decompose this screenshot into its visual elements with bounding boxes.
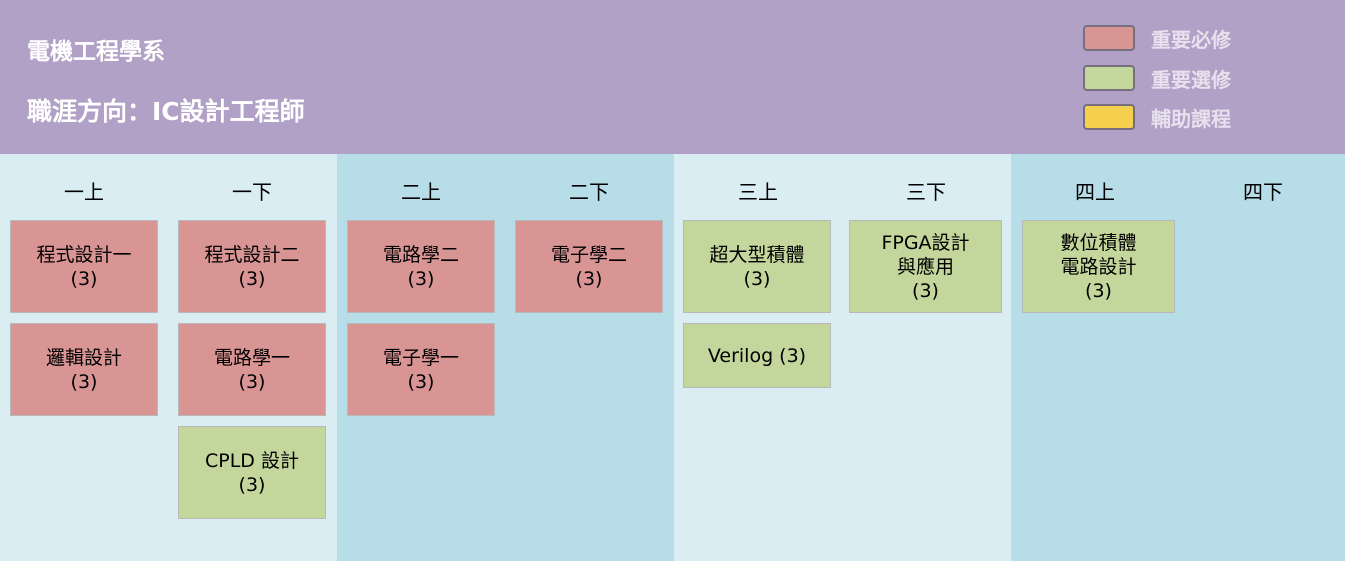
year-4-band — [1011, 154, 1345, 561]
legend-label-elective: 重要選修 — [1151, 68, 1231, 92]
course-card-vlsi: 超大型積體 (3) — [683, 220, 831, 313]
course-card-fpga-design: FPGA設計 與應用 (3) — [849, 220, 1002, 313]
semester-label: 四上 — [1075, 180, 1115, 204]
curriculum-board: 一上 一下 二上 二下 三上 三下 四上 四下 程式設計一 (3) 邏輯設計 (… — [0, 154, 1345, 561]
course-card-circuits-2: 電路學二 (3) — [347, 220, 495, 313]
semester-label: 二下 — [569, 180, 609, 204]
semester-label: 一上 — [64, 180, 104, 204]
course-card-electronics-2: 電子學二 (3) — [515, 220, 663, 313]
course-card-programming-1: 程式設計一 (3) — [10, 220, 158, 313]
course-card-programming-2: 程式設計二 (3) — [178, 220, 326, 313]
header-banner: 電機工程學系 職涯方向：IC設計工程師 重要必修 重要選修 輔助課程 — [0, 0, 1345, 154]
legend-swatch-auxiliary — [1083, 104, 1135, 130]
legend-swatch-elective — [1083, 65, 1135, 91]
semester-label: 一下 — [232, 180, 272, 204]
legend-label-auxiliary: 輔助課程 — [1151, 107, 1231, 131]
course-card-verilog: Verilog (3) — [683, 323, 831, 388]
semester-label: 三上 — [738, 180, 778, 204]
semester-label: 三下 — [906, 180, 946, 204]
course-card-logic-design: 邏輯設計 (3) — [10, 323, 158, 416]
semester-label: 二上 — [401, 180, 441, 204]
career-path-title: 職涯方向：IC設計工程師 — [27, 97, 305, 126]
course-card-circuits-1: 電路學一 (3) — [178, 323, 326, 416]
course-card-digital-ic-design: 數位積體 電路設計 (3) — [1022, 220, 1175, 313]
legend-label-required: 重要必修 — [1151, 28, 1231, 52]
course-card-electronics-1: 電子學一 (3) — [347, 323, 495, 416]
legend-swatch-required — [1083, 25, 1135, 51]
semester-label: 四下 — [1243, 180, 1283, 204]
course-card-cpld-design: CPLD 設計 (3) — [178, 426, 326, 519]
department-title: 電機工程學系 — [27, 39, 165, 65]
